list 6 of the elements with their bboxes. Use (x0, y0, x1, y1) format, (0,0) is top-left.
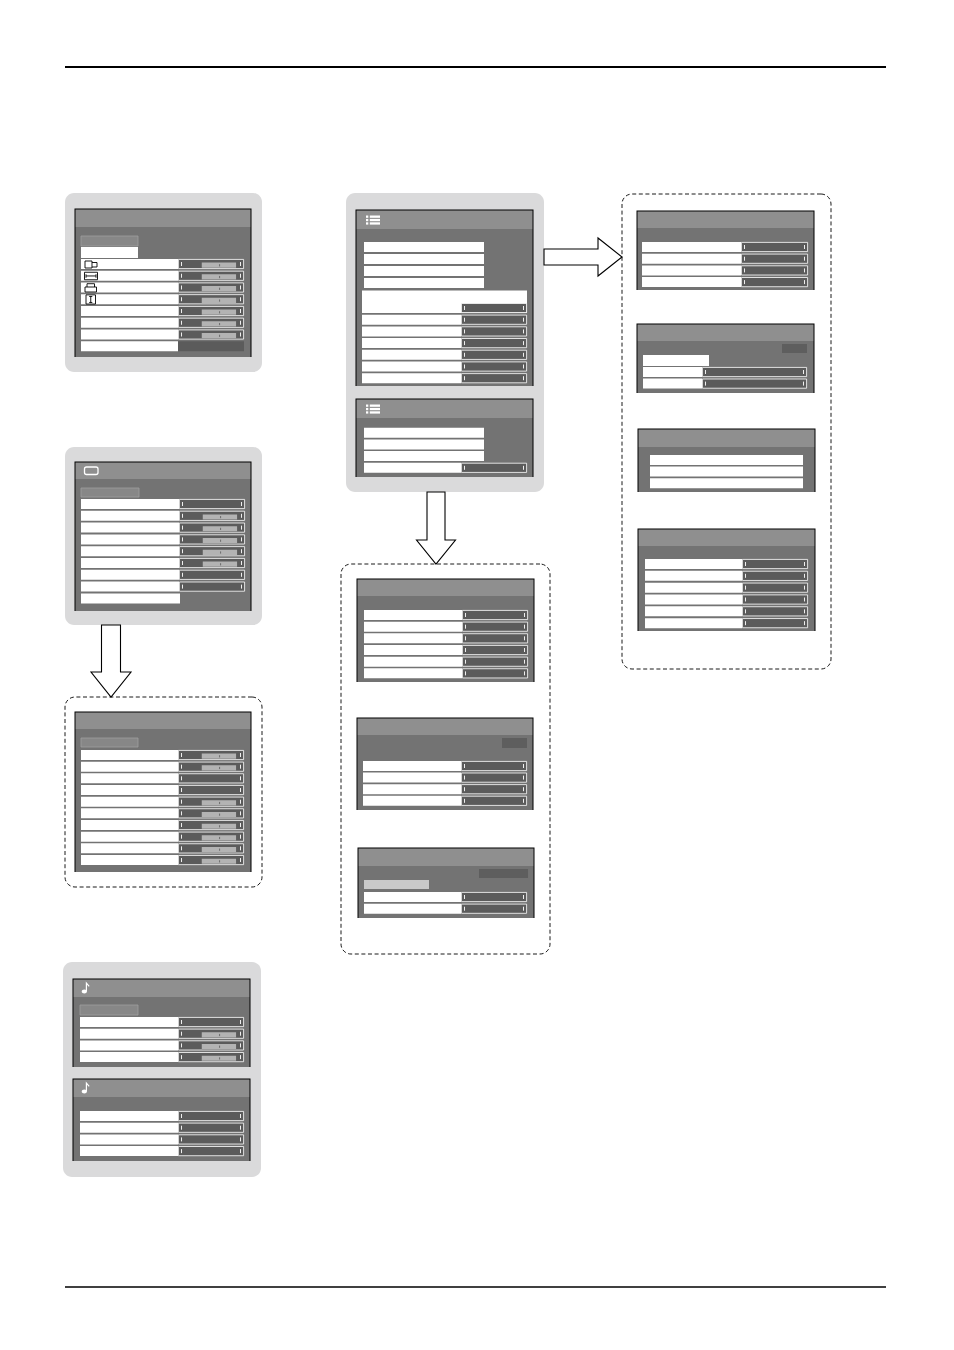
block-arrow (543, 236, 623, 278)
dashed-frame (64, 696, 263, 888)
block-arrow (415, 491, 457, 565)
block-arrow (89, 624, 133, 698)
dashed-frame (621, 193, 832, 670)
dashed-frame (340, 563, 551, 955)
